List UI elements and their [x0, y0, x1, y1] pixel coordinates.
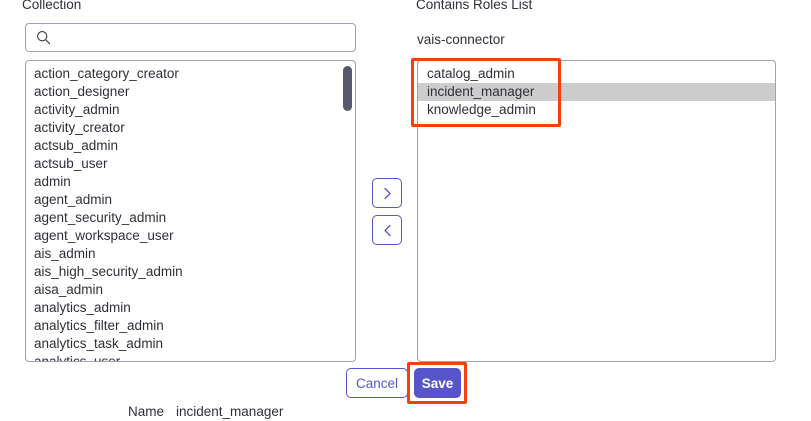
list-item[interactable]: catalog_admin [427, 66, 515, 81]
search-box[interactable] [25, 23, 356, 52]
chevron-right-icon [383, 187, 392, 200]
footer-name-row: Name incident_manager [128, 404, 283, 420]
cancel-button[interactable]: Cancel [346, 368, 408, 398]
move-left-button[interactable] [372, 215, 402, 245]
move-right-button[interactable] [372, 178, 402, 208]
list-item[interactable]: analytics_admin [34, 300, 131, 315]
list-item[interactable]: agent_admin [34, 192, 113, 207]
save-button[interactable]: Save [414, 368, 461, 398]
scrollbar-thumb[interactable] [343, 66, 352, 111]
list-item[interactable]: action_designer [34, 84, 130, 99]
search-icon [36, 30, 51, 45]
list-item[interactable]: analytics_filter_admin [34, 318, 164, 333]
list-item[interactable]: aisa_admin [34, 282, 104, 297]
list-item[interactable]: activity_admin [34, 102, 120, 117]
list-item[interactable]: knowledge_admin [427, 102, 536, 117]
role-owner-value: vais-connector [417, 32, 505, 47]
chevron-left-icon [383, 224, 392, 237]
collection-label: Collection [22, 0, 82, 12]
list-item[interactable]: analytics_task_admin [34, 336, 164, 351]
list-item[interactable]: actsub_admin [34, 138, 119, 153]
search-input[interactable] [51, 23, 347, 52]
name-label: Name [128, 404, 165, 419]
list-item[interactable]: agent_security_admin [34, 210, 167, 225]
name-value: incident_manager [176, 404, 284, 419]
list-item[interactable]: action_category_creator [34, 66, 179, 81]
list-item[interactable]: agent_workspace_user [34, 228, 174, 243]
list-item[interactable]: ais_high_security_admin [34, 264, 183, 279]
collection-scrollbar[interactable] [343, 64, 352, 360]
list-item[interactable]: ais_admin [34, 246, 96, 261]
list-item[interactable]: analytics_user [26, 353, 355, 361]
list-item[interactable]: incident_manager [418, 83, 775, 101]
list-item[interactable]: activity_creator [34, 120, 125, 135]
contains-roles-list-label: Contains Roles List [416, 0, 533, 12]
list-item[interactable]: admin [34, 174, 71, 189]
list-item[interactable]: actsub_user [34, 156, 108, 171]
